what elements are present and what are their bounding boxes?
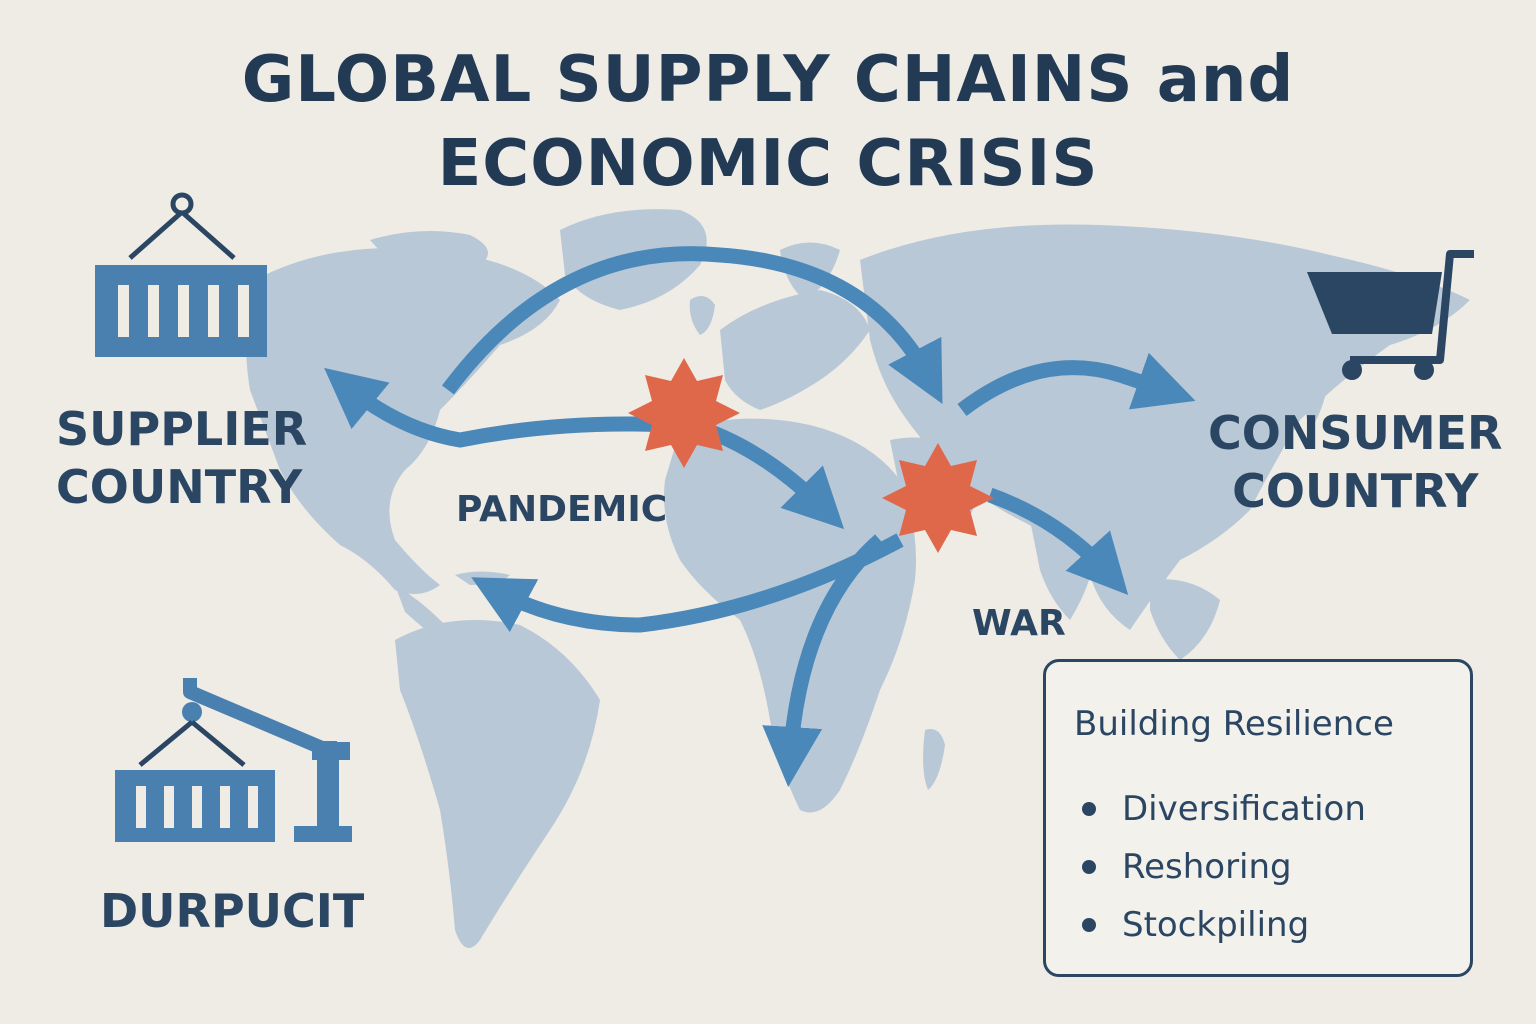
southeast-asia-shape bbox=[1150, 579, 1220, 660]
consumer-country-label: CONSUMER COUNTRY bbox=[1208, 404, 1502, 520]
consumer-line-2: COUNTRY bbox=[1232, 464, 1479, 518]
resilience-panel: Building Resilience Diversification Resh… bbox=[1043, 659, 1473, 977]
resilience-item-label: Reshoring bbox=[1122, 847, 1292, 887]
shipping-container-icon bbox=[95, 192, 267, 357]
resilience-list: Diversification Reshoring Stockpiling bbox=[1074, 780, 1366, 954]
arrow-to-south-africa bbox=[762, 534, 885, 787]
durpucit-label: DURPUCIT bbox=[100, 884, 365, 938]
arrow-to-consumer bbox=[957, 352, 1196, 416]
war-burst-icon bbox=[882, 443, 994, 553]
resilience-title: Building Resilience bbox=[1074, 704, 1394, 744]
bullet-icon bbox=[1082, 802, 1096, 816]
supplier-country-label: SUPPLIER COUNTRY bbox=[56, 400, 307, 516]
title-line-1: GLOBAL SUPPLY CHAINS and bbox=[241, 43, 1295, 117]
resilience-item: Stockpiling bbox=[1074, 896, 1366, 954]
supplier-line-1: SUPPLIER bbox=[56, 402, 308, 456]
bullet-icon bbox=[1082, 918, 1096, 932]
uk-shape bbox=[689, 296, 715, 335]
consumer-line-1: CONSUMER bbox=[1208, 406, 1503, 460]
south-america-shape bbox=[395, 620, 600, 948]
port-crane-container-icon bbox=[115, 678, 352, 842]
resilience-item-label: Diversification bbox=[1122, 789, 1366, 829]
arrow-to-south-america bbox=[471, 533, 904, 633]
resilience-item: Diversification bbox=[1074, 780, 1366, 838]
bullet-icon bbox=[1082, 860, 1096, 874]
africa-shape bbox=[664, 418, 916, 813]
europe-shape bbox=[720, 290, 870, 410]
arrow-north-arc bbox=[441, 246, 943, 404]
shopping-cart-icon bbox=[1307, 250, 1474, 380]
resilience-item: Reshoring bbox=[1074, 838, 1366, 896]
resilience-item-label: Stockpiling bbox=[1122, 905, 1310, 945]
madagascar-shape bbox=[923, 729, 945, 790]
war-label: WAR bbox=[972, 603, 1066, 644]
pandemic-label: PANDEMIC bbox=[456, 489, 668, 530]
page-title: GLOBAL SUPPLY CHAINS and ECONOMIC CRISIS bbox=[0, 38, 1536, 206]
japan-shape bbox=[1303, 356, 1330, 430]
asia-shape bbox=[860, 224, 1470, 630]
title-line-2: ECONOMIC CRISIS bbox=[437, 127, 1099, 201]
arrow-to-supplier bbox=[324, 367, 671, 448]
arrow-war-to-asia bbox=[987, 487, 1129, 595]
supplier-line-2: COUNTRY bbox=[56, 460, 303, 514]
pandemic-burst-icon bbox=[628, 358, 740, 468]
